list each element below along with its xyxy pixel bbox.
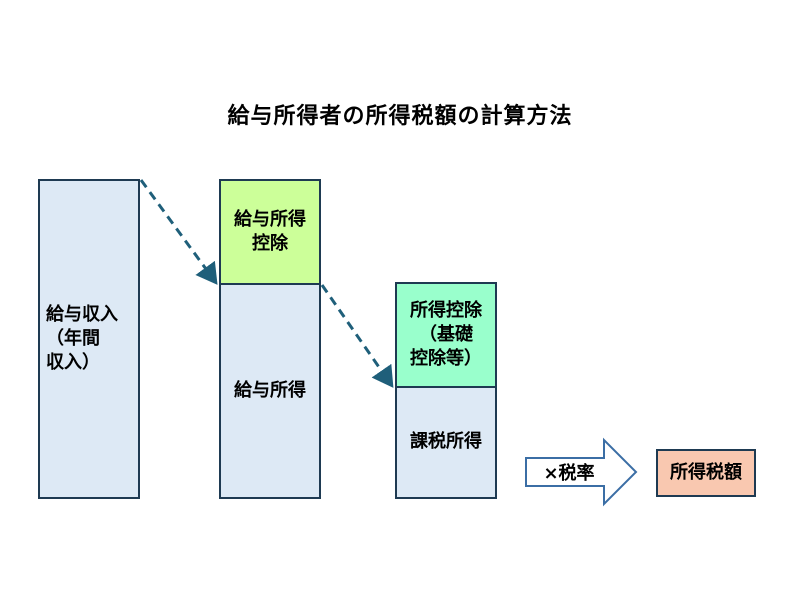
income-tax-label: 所得税額: [670, 461, 742, 483]
salary-deduction-label: 給与所得 控除: [234, 208, 306, 254]
dashed-arrow-2: [320, 284, 394, 388]
income-tax-box: 所得税額: [656, 449, 756, 497]
tax-rate-label: ×税率: [543, 463, 595, 484]
diagram-title: 給与所得者の所得税額の計算方法: [227, 104, 573, 129]
dashed-arrow-1: [139, 179, 218, 285]
income-deductions-label: 所得控除 （基礎 控除等）: [410, 299, 482, 370]
annual-income-label: （年間 収入）: [46, 327, 100, 374]
salary-earnings-label: 給与所得: [234, 379, 306, 401]
taxable-income-label: 課税所得: [410, 431, 482, 453]
salary-earnings-box: 給与所得: [219, 283, 321, 499]
multiply-tax-rate-arrow: [525, 437, 638, 507]
salary-deduction-box: 給与所得 控除: [219, 179, 321, 285]
income-deductions-box: 所得控除 （基礎 控除等）: [395, 282, 497, 388]
taxable-income-box: 課税所得: [395, 386, 497, 499]
salary-income-label: 給与収入: [46, 303, 118, 325]
salary-income-box: 給与収入 （年間 収入）: [38, 179, 140, 499]
